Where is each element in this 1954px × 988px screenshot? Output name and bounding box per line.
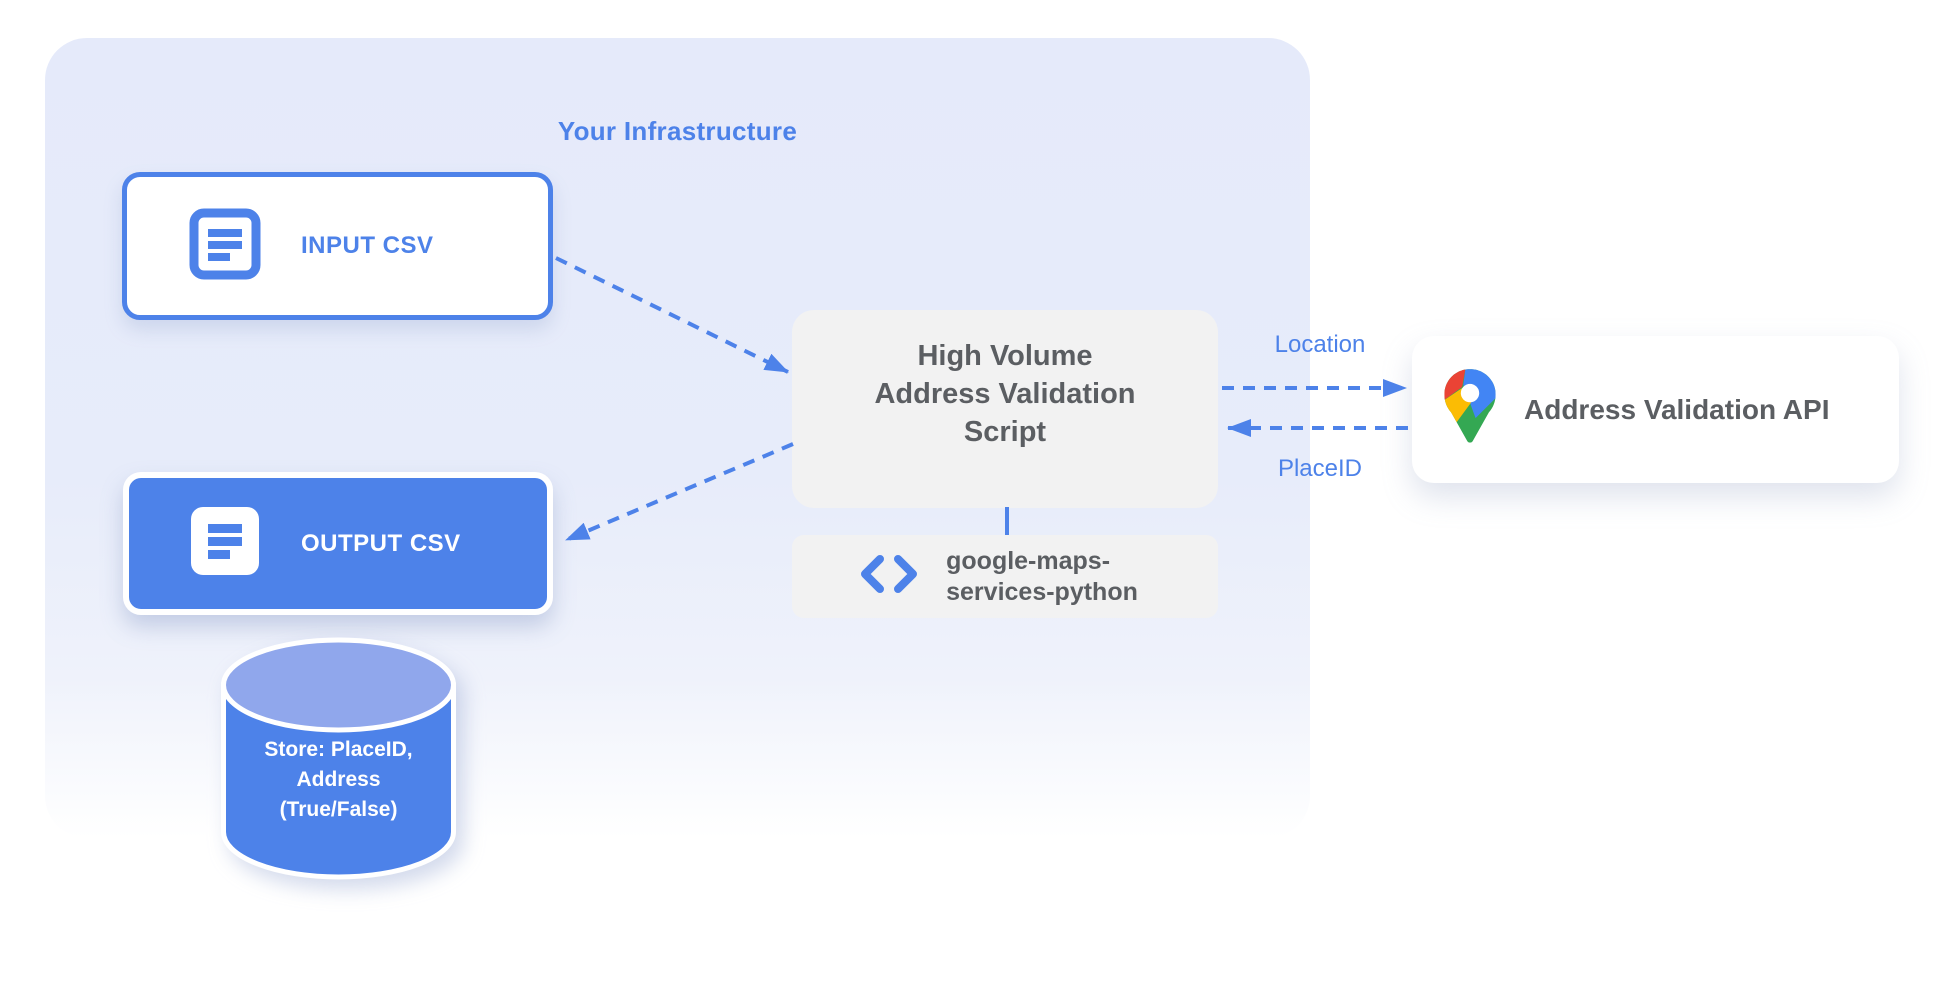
datastore-line: Store: PlaceID, <box>264 738 413 761</box>
location-flow-label: Location <box>1274 331 1366 358</box>
code-brackets-icon <box>858 555 920 598</box>
datastore-text: Store: PlaceID, Address (True/False) <box>217 735 460 825</box>
document-icon <box>189 505 261 582</box>
document-icon <box>189 208 261 285</box>
library-label: google-maps- services-python <box>946 546 1138 608</box>
placeid-flow-label: PlaceID <box>1277 455 1363 482</box>
api-label: Address Validation API <box>1524 393 1830 425</box>
database-icon <box>221 637 456 880</box>
input-csv-node: INPUT CSV <box>122 172 553 320</box>
script-line: High Volume <box>917 340 1093 372</box>
datastore-cylinder: Store: PlaceID, Address (True/False) <box>217 635 460 883</box>
address-validation-api-node: Address Validation API <box>1412 336 1899 483</box>
output-csv-node: OUTPUT CSV <box>123 472 553 615</box>
infrastructure-title: Your Infrastructure <box>557 116 798 146</box>
output-csv-label: OUTPUT CSV <box>301 529 461 557</box>
script-line: Address Validation <box>874 378 1136 410</box>
datastore-line: (True/False) <box>279 798 398 821</box>
library-line: services-python <box>946 577 1138 606</box>
library-node: google-maps- services-python <box>792 535 1218 618</box>
datastore-line: Address <box>296 768 381 791</box>
script-line: Script <box>963 416 1047 448</box>
script-node: High Volume Address Validation Script <box>792 310 1218 508</box>
google-maps-pin-icon <box>1442 368 1498 451</box>
library-line: google-maps- <box>946 546 1111 575</box>
input-csv-label: INPUT CSV <box>301 232 434 259</box>
script-library-connector <box>1005 507 1009 537</box>
